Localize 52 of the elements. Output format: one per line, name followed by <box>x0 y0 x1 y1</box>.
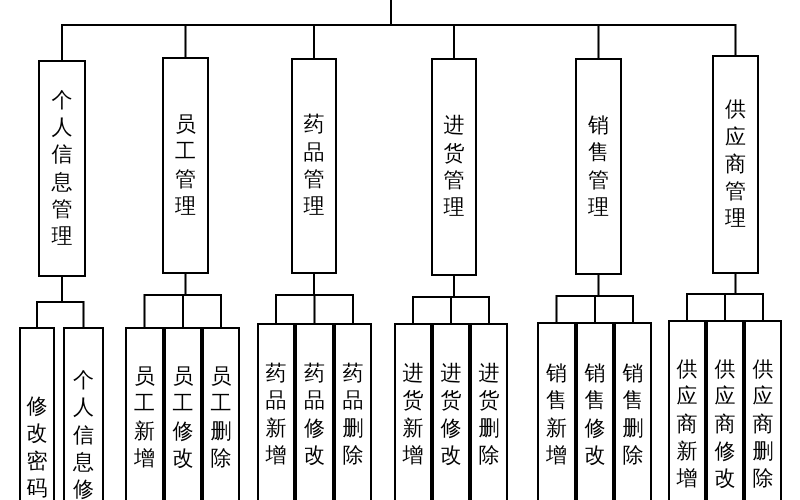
module-label: 进货修改 <box>440 360 462 469</box>
module-box <box>668 320 706 500</box>
module-box <box>470 323 508 500</box>
module-label: 销售管理 <box>588 112 609 221</box>
module-box <box>706 320 744 500</box>
module-box <box>202 327 240 500</box>
module-label: 进货删除 <box>478 360 500 469</box>
connector-line <box>184 274 222 327</box>
connector-line <box>453 276 490 323</box>
module-box <box>63 327 104 500</box>
module-label: 进货管理 <box>444 112 464 222</box>
module-label: 供应商管理 <box>725 96 746 232</box>
module-box <box>394 323 432 500</box>
module-box <box>432 323 470 500</box>
module-label: 员工新增 <box>134 363 155 472</box>
module-label: 修改密码 <box>26 393 48 500</box>
module-label: 员工删除 <box>210 363 232 472</box>
module-box <box>537 322 576 500</box>
module-label: 供应商新增 <box>676 356 698 492</box>
module-label: 供应商修改 <box>714 356 736 492</box>
module-box <box>38 60 86 277</box>
module-label: 药品删除 <box>342 360 364 469</box>
module-label: 销售修改 <box>584 360 606 469</box>
connector-line <box>598 275 634 322</box>
module-box <box>257 323 295 500</box>
module-box <box>431 58 477 276</box>
module-label: 个人信息管理 <box>52 86 72 250</box>
module-label: 销售新增 <box>546 360 567 469</box>
module-box <box>576 322 614 500</box>
module-box <box>712 55 759 274</box>
module-box <box>295 323 334 500</box>
module-label: 进货新增 <box>402 360 424 469</box>
module-label: 药品新增 <box>266 360 286 469</box>
module-label: 员工管理 <box>175 110 196 220</box>
connector-line <box>734 274 764 320</box>
module-box <box>334 323 372 500</box>
module-label: 药品修改 <box>304 360 325 469</box>
module-label: 销售删除 <box>622 360 644 469</box>
module-box <box>164 327 202 500</box>
module-label: 员工修改 <box>172 363 194 472</box>
connector-line <box>313 274 354 323</box>
module-box <box>291 58 337 274</box>
module-box <box>19 327 55 500</box>
module-box <box>575 58 622 275</box>
module-label: 个人信息修 <box>73 367 94 500</box>
module-box <box>614 322 652 500</box>
module-box <box>162 57 209 274</box>
module-box <box>125 327 164 500</box>
connector-line <box>390 0 736 55</box>
module-label: 药品管理 <box>304 111 324 220</box>
module-box <box>744 320 782 500</box>
module-label: 供应商删除 <box>752 356 774 492</box>
